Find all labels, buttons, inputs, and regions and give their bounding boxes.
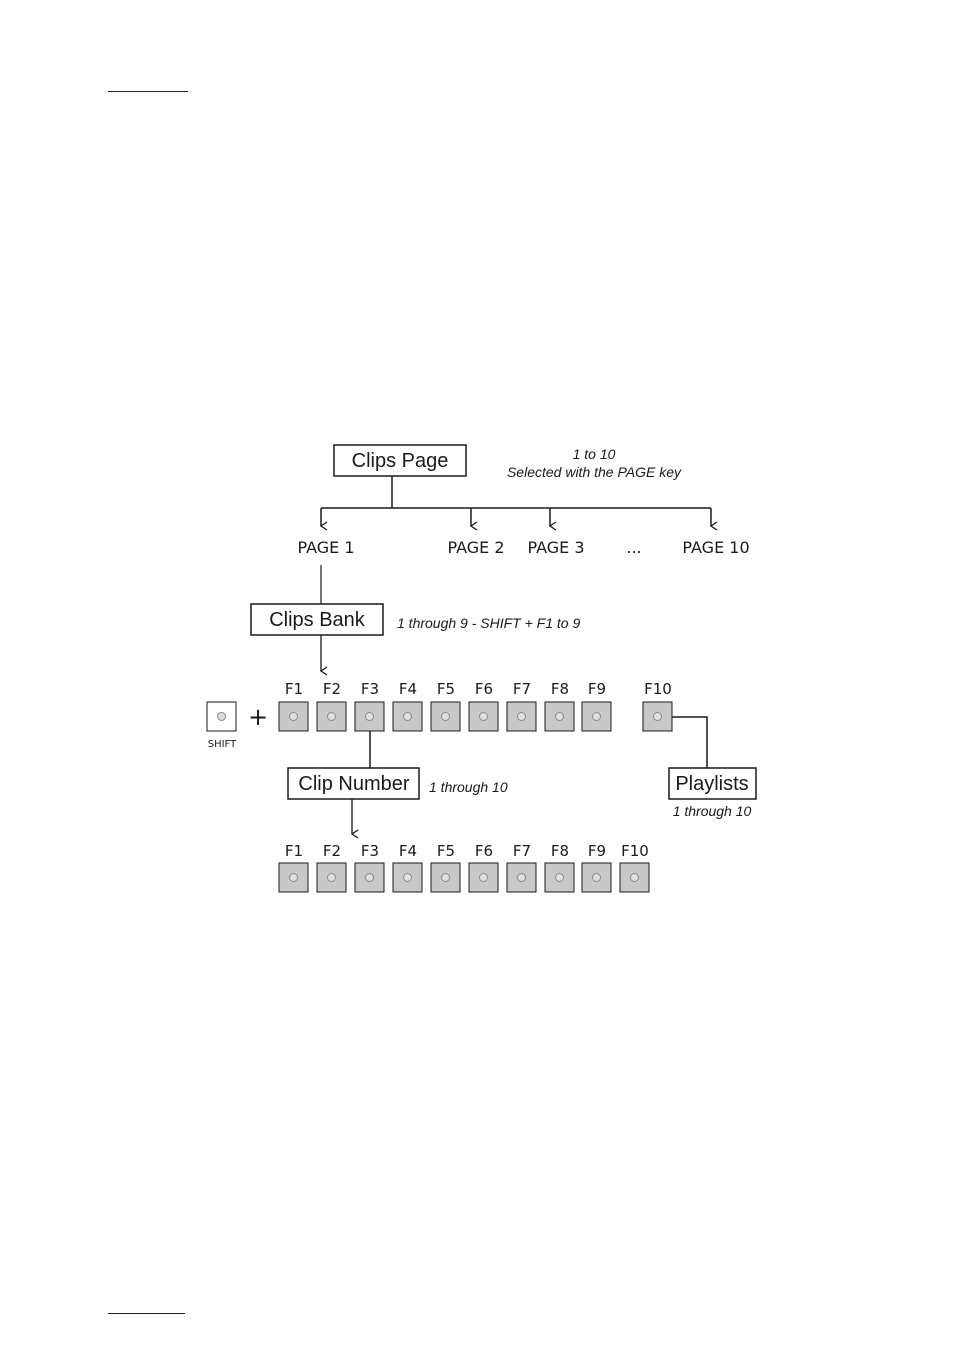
bank-key-led-f5 — [442, 713, 450, 721]
clip-key-led-f3 — [366, 874, 374, 882]
clip-key-f10: F10 — [620, 842, 649, 892]
page-label-1: PAGE 1 — [297, 538, 354, 557]
clip-key-f3: F3 — [355, 842, 384, 892]
playlists-box: Playlists — [669, 768, 756, 799]
clips-page-note-line2: Selected with the PAGE key — [507, 464, 682, 480]
clip-number-label: Clip Number — [298, 773, 409, 795]
clip-key-led-f10 — [631, 874, 639, 882]
clip-key-f5: F5 — [431, 842, 460, 892]
clip-key-led-f4 — [404, 874, 412, 882]
clips-page-label: Clips Page — [352, 450, 449, 472]
bank-key-row: F1 F2 F3 F4 F5 F6 F7 F8 F9 F10 — [279, 680, 672, 731]
page-ellipsis: ... — [626, 538, 641, 557]
clips-page-box: Clips Page — [334, 445, 466, 476]
clip-key-label-f4: F4 — [399, 842, 417, 860]
bank-key-f7: F7 — [507, 680, 536, 731]
bank-key-label-f1: F1 — [285, 680, 303, 698]
bank-key-f4: F4 — [393, 680, 422, 731]
clip-key-label-f6: F6 — [475, 842, 493, 860]
bank-key-label-f8: F8 — [551, 680, 569, 698]
clip-key-label-f1: F1 — [285, 842, 303, 860]
bank-key-f10: F10 — [643, 680, 672, 731]
clip-key-label-f8: F8 — [551, 842, 569, 860]
bank-key-f1: F1 — [279, 680, 308, 731]
bank-key-led-f9 — [593, 713, 601, 721]
page-label-3: PAGE 3 — [527, 538, 584, 557]
bank-key-label-f4: F4 — [399, 680, 417, 698]
clip-key-label-f10: F10 — [621, 842, 649, 860]
playlists-label: Playlists — [675, 773, 748, 795]
clip-key-label-f9: F9 — [588, 842, 606, 860]
clips-bank-label: Clips Bank — [269, 609, 366, 631]
bank-key-led-f3 — [366, 713, 374, 721]
clip-key-led-f8 — [556, 874, 564, 882]
clip-key-label-f7: F7 — [513, 842, 531, 860]
clip-key-led-f2 — [328, 874, 336, 882]
page-connectors — [321, 476, 711, 526]
clip-key-led-f9 — [593, 874, 601, 882]
clip-key-label-f2: F2 — [323, 842, 341, 860]
clip-key-led-f7 — [518, 874, 526, 882]
bank-key-label-f5: F5 — [437, 680, 455, 698]
bank-key-f5: F5 — [431, 680, 460, 731]
bank-key-f6: F6 — [469, 680, 498, 731]
clip-key-led-f6 — [480, 874, 488, 882]
bank-key-label-f7: F7 — [513, 680, 531, 698]
clip-number-note: 1 through 10 — [429, 779, 508, 795]
clip-number-box: Clip Number — [288, 768, 419, 799]
clips-bank-note: 1 through 9 - SHIFT + F1 to 9 — [397, 615, 580, 631]
bank-key-label-f10: F10 — [644, 680, 672, 698]
clip-key-row: F1 F2 F3 F4 F5 F6 F7 F8 F9 F10 — [279, 842, 649, 892]
bank-key-led-f10 — [654, 713, 662, 721]
clip-key-f4: F4 — [393, 842, 422, 892]
clip-key-f2: F2 — [317, 842, 346, 892]
clip-key-label-f3: F3 — [361, 842, 379, 860]
clips-page-note-line1: 1 to 10 — [573, 446, 616, 462]
f10-connector — [672, 717, 707, 768]
bank-key-label-f9: F9 — [588, 680, 606, 698]
clip-key-f9: F9 — [582, 842, 611, 892]
page-label-2: PAGE 2 — [447, 538, 504, 557]
plus-sign: + — [248, 703, 268, 731]
bank-key-led-f1 — [290, 713, 298, 721]
clip-key-f6: F6 — [469, 842, 498, 892]
bank-key-f8: F8 — [545, 680, 574, 731]
shift-key-label: SHIFT — [208, 739, 237, 750]
bank-key-led-f6 — [480, 713, 488, 721]
bank-key-f2: F2 — [317, 680, 346, 731]
playlists-note: 1 through 10 — [673, 803, 752, 819]
clip-key-f1: F1 — [279, 842, 308, 892]
bank-key-led-f8 — [556, 713, 564, 721]
bank-key-f3: F3 — [355, 680, 384, 731]
clip-key-f7: F7 — [507, 842, 536, 892]
clip-key-f8: F8 — [545, 842, 574, 892]
bank-key-led-f2 — [328, 713, 336, 721]
bank-key-led-f4 — [404, 713, 412, 721]
bank-key-led-f7 — [518, 713, 526, 721]
bank-key-label-f6: F6 — [475, 680, 493, 698]
bank-key-f9: F9 — [582, 680, 611, 731]
clip-key-led-f1 — [290, 874, 298, 882]
shift-key — [207, 702, 236, 731]
clip-key-label-f5: F5 — [437, 842, 455, 860]
clip-key-led-f5 — [442, 874, 450, 882]
clips-bank-box: Clips Bank — [251, 604, 383, 635]
bank-key-label-f2: F2 — [323, 680, 341, 698]
bank-key-label-f3: F3 — [361, 680, 379, 698]
page-label-10: PAGE 10 — [682, 538, 749, 557]
